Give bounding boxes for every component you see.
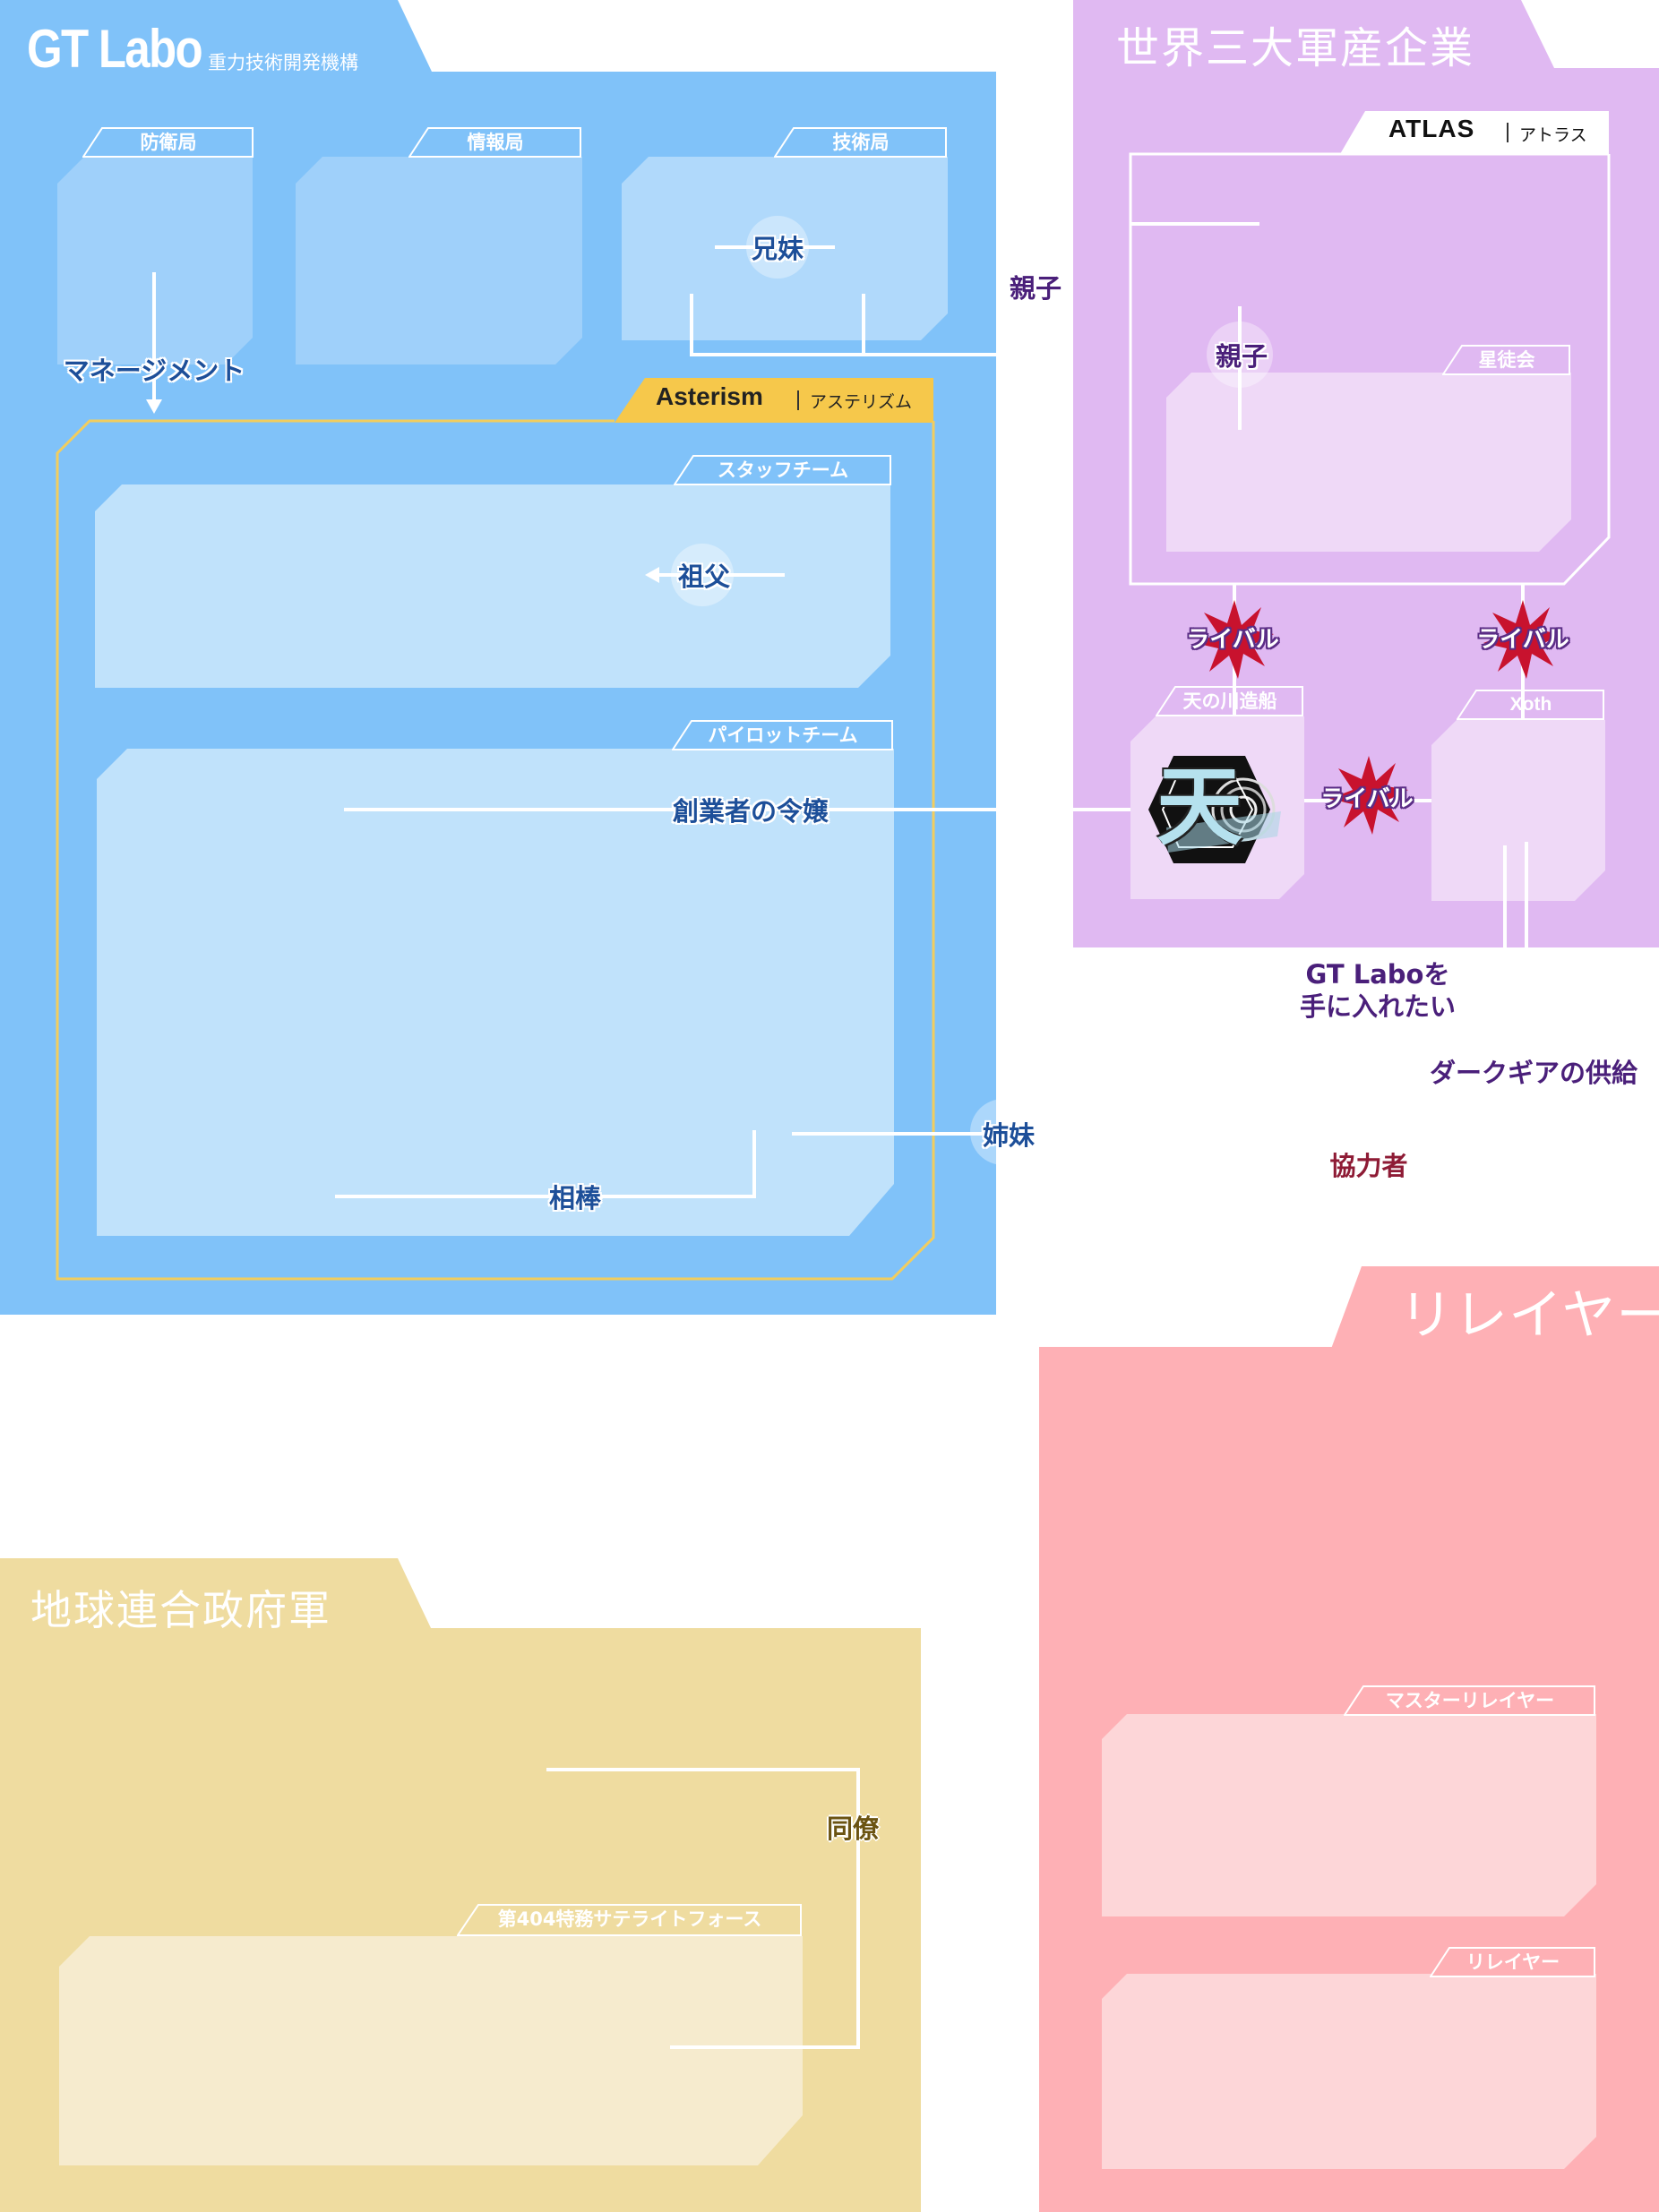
- xoth-tag: Xoth: [1457, 690, 1605, 720]
- relation-rival-left: ライバル: [1186, 626, 1279, 654]
- department-tag-defense: 防衛局: [82, 127, 254, 158]
- amanogawa-tag: 天の川造船: [1156, 686, 1304, 716]
- xoth-panel: [1431, 720, 1605, 901]
- atlas-frame: [1129, 152, 1611, 586]
- department-label-defense: 防衛局: [140, 132, 197, 153]
- department-tag-intel: 情報局: [408, 127, 582, 158]
- rival-burst-right: [1483, 600, 1562, 679]
- atlas-divider: [1507, 123, 1509, 142]
- relation-parent-child-2: 親子: [1215, 341, 1268, 372]
- rival-burst-left: [1195, 600, 1274, 679]
- relation-colleague: 同僚: [826, 1813, 880, 1844]
- rival-burst-middle: [1329, 756, 1408, 835]
- relation-partner: 相棒: [548, 1183, 602, 1213]
- relayer-group-tag: リレイヤー: [1430, 1947, 1596, 1977]
- relation-founder-daughter: 創業者の令嬢: [672, 796, 830, 827]
- asterism-frame: [56, 419, 935, 1281]
- parent-child-bubble: [1207, 322, 1273, 388]
- relayer-group-label: リレイヤー: [1466, 1951, 1560, 1973]
- force-panel: [59, 1936, 803, 2165]
- student-council-tag: 星徒会: [1442, 345, 1571, 375]
- department-label-intel: 情報局: [467, 132, 524, 153]
- corps-title: 世界三大軍産企業: [1116, 23, 1475, 73]
- pilot-team-label: パイロットチーム: [708, 724, 858, 746]
- department-label-tech: 技術局: [832, 132, 890, 153]
- asterism-tab: [615, 378, 933, 423]
- earth-title: 地球連合政府軍: [30, 1586, 331, 1634]
- relation-sisters: 姉妹: [982, 1120, 1036, 1151]
- asterism-kana: アステリズム: [810, 392, 913, 412]
- atlas-tab: [1340, 111, 1609, 154]
- department-tag-tech: 技術局: [774, 127, 948, 158]
- master-relayer-panel: [1102, 1714, 1596, 1916]
- relation-rival-right: ライバル: [1476, 626, 1569, 654]
- relayer-title-tab: [1331, 1266, 1659, 1349]
- relation-want-gtlabo: GT Laboを 手に入れたい: [1299, 959, 1457, 1022]
- relation-darkgear: ダークギアの供給: [1429, 1058, 1638, 1088]
- relayer-group-panel: [1102, 1974, 1596, 2169]
- gtlabo-title: GT Labo: [27, 19, 203, 79]
- amanogawa-logo: [1148, 756, 1281, 863]
- asterism-name: Asterism: [656, 382, 763, 410]
- pilot-team-tag: パイロットチーム: [672, 720, 894, 750]
- corps-title-tab: [1073, 0, 1555, 70]
- gtlabo-subtitle: 重力技術開発機構: [208, 52, 358, 73]
- force-tag: 第404特務サテライトフォース: [457, 1904, 803, 1936]
- student-council-panel: [1166, 373, 1571, 552]
- amanogawa-label: 天の川造船: [1182, 690, 1277, 712]
- staff-team-panel: [95, 484, 890, 688]
- pilot-team-panel: [97, 749, 894, 1236]
- relation-siblings: 兄妹: [751, 234, 804, 264]
- atlas-kana: アトラス: [1519, 125, 1587, 145]
- asterism-divider: [797, 390, 799, 410]
- department-panel-intel: [296, 157, 582, 364]
- relation-management: マネージメント: [63, 356, 245, 386]
- atlas-name: ATLAS: [1388, 115, 1475, 142]
- staff-team-label: スタッフチーム: [717, 459, 849, 481]
- staff-team-tag: スタッフチーム: [674, 455, 892, 485]
- relation-grandfather: 祖父: [677, 562, 731, 592]
- amanogawa-logo-char: 天: [1156, 756, 1242, 857]
- sisters-bubble: [970, 1099, 1036, 1165]
- xoth-label: Xoth: [1509, 694, 1552, 715]
- relayer-title: リレイヤー: [1399, 1285, 1659, 1345]
- grandfather-bubble: [671, 544, 734, 606]
- siblings-bubble: [746, 216, 809, 279]
- student-council-label: 星徒会: [1478, 349, 1535, 371]
- master-relayer-label: マスターリレイヤー: [1385, 1690, 1555, 1711]
- force-label: 第404特務サテライトフォース: [497, 1908, 762, 1930]
- relation-rival-middle: ライバル: [1320, 785, 1414, 813]
- master-relayer-tag: マスターリレイヤー: [1344, 1685, 1596, 1716]
- gtlabo-title-tab: [0, 0, 432, 72]
- relation-cooperator: 協力者: [1329, 1151, 1408, 1181]
- relation-parent-child-1: 親子: [1009, 273, 1062, 304]
- earth-title-tab: [0, 1558, 432, 1630]
